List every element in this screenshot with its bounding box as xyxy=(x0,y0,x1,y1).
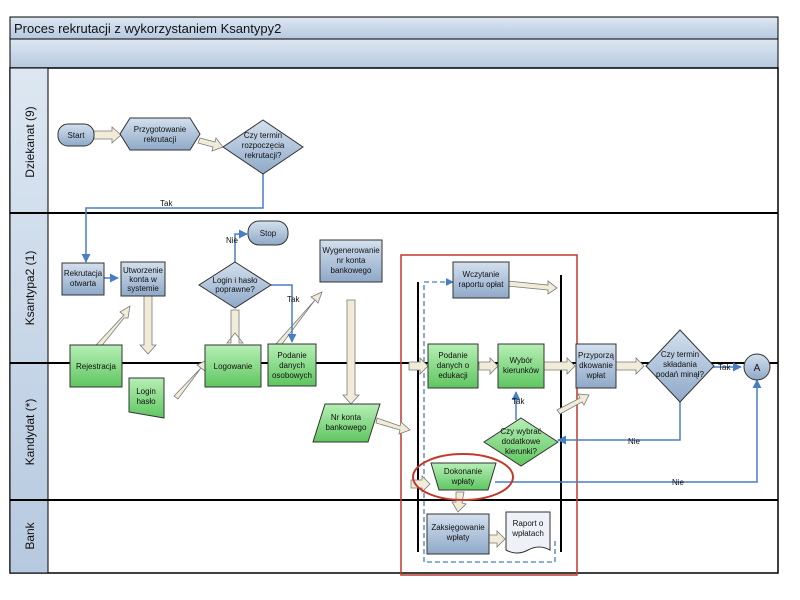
header-band xyxy=(9,38,779,69)
node-wybor-kierunkow[interactable]: Wybór kierunków xyxy=(497,343,545,389)
node-podanie-danych-edukacji[interactable]: Podanie danych o edukacji xyxy=(427,343,479,389)
edge-label-tak-2: Tak xyxy=(287,295,300,304)
svg-text:Wygenerowanie: Wygenerowanie xyxy=(322,246,380,255)
svg-text:rekrutacji?: rekrutacji? xyxy=(245,151,282,160)
node-wczytanie-raportu[interactable]: Wczytanie raportu opłat xyxy=(452,261,510,299)
node-dokonanie-wplaty[interactable]: Dokonanie wpłaty xyxy=(430,462,497,491)
lanes-frame xyxy=(9,67,779,574)
svg-text:otwarta: otwarta xyxy=(70,279,97,288)
svg-text:wpłaty: wpłaty xyxy=(451,477,475,486)
svg-text:bankowego: bankowego xyxy=(326,423,367,432)
node-rekrutacja-otwarta[interactable]: Rekrutacja otwarta xyxy=(61,262,105,296)
svg-text:kierunki?: kierunki? xyxy=(505,447,538,456)
node-connector-a[interactable]: A xyxy=(743,353,771,381)
edge-label-tak-1: Tak xyxy=(160,199,173,208)
svg-text:Stop: Stop xyxy=(260,229,277,238)
diagram-title: Proces rekrutacji z wykorzystaniem Ksant… xyxy=(14,21,281,36)
node-logowanie[interactable]: Logowanie xyxy=(204,344,262,388)
svg-text:Wybór: Wybór xyxy=(509,356,532,365)
node-raport-o-wplatach[interactable]: Raport o wpłatach xyxy=(505,511,551,554)
svg-text:składania: składania xyxy=(663,360,697,369)
svg-text:Podanie: Podanie xyxy=(438,351,468,360)
svg-text:Logowanie: Logowanie xyxy=(214,362,253,371)
highlight-ellipse xyxy=(412,453,514,501)
svg-text:rekrutacji: rekrutacji xyxy=(144,135,177,144)
svg-text:systemie: systemie xyxy=(127,284,159,293)
svg-text:Login: Login xyxy=(136,387,156,396)
edge-label-nie-3: Nie xyxy=(672,478,685,487)
node-rejestracja[interactable]: Rejestracja xyxy=(69,344,123,388)
edge-label-nie-1: Nie xyxy=(226,236,239,245)
svg-text:Zaksięgowanie: Zaksięgowanie xyxy=(431,523,485,532)
svg-text:Czy termin: Czy termin xyxy=(244,131,282,140)
node-czy-wybrac-dodatkowe[interactable]: Czy wybrać dodatkowe kierunki? xyxy=(483,417,559,467)
svg-text:bankowego: bankowego xyxy=(331,266,372,275)
lane-label-dziekanat: Dziekanat (9) xyxy=(23,106,37,177)
svg-text:Czy wybrać: Czy wybrać xyxy=(500,427,541,436)
svg-text:podań minął?: podań minął? xyxy=(656,370,705,379)
node-login-haslo[interactable]: Login hasło xyxy=(128,377,165,419)
node-zaksiegowanie-wplaty[interactable]: Zaksięgowanie wpłaty xyxy=(426,513,490,555)
node-nr-konta-bankowego[interactable]: Nr konta bankowego xyxy=(312,403,381,443)
svg-text:hasło: hasło xyxy=(136,397,156,406)
svg-text:Czy termin: Czy termin xyxy=(661,350,699,359)
svg-text:Utworzenie: Utworzenie xyxy=(123,266,164,275)
edge-label-tak-4: Tak xyxy=(718,363,731,372)
node-login-haslo-poprawne[interactable]: Login i hasło poprawne? xyxy=(198,261,272,309)
svg-text:dodatkowe: dodatkowe xyxy=(502,437,541,446)
svg-text:danych o: danych o xyxy=(437,361,470,370)
connector-arrows xyxy=(81,173,762,483)
node-start[interactable]: Start xyxy=(57,123,95,147)
svg-text:Raport o: Raport o xyxy=(513,519,544,528)
node-wygenerowanie[interactable]: Wygenerowanie nr konta bankowego xyxy=(319,239,383,283)
lane-label-bank: Bank xyxy=(23,521,37,549)
svg-text:danych: danych xyxy=(279,361,305,370)
lane-label-ksantypa: Ksantypa2 (1) xyxy=(23,251,37,326)
svg-text:dkowanie: dkowanie xyxy=(579,361,613,370)
svg-text:Rejestracja: Rejestracja xyxy=(76,362,117,371)
node-czy-termin-rozpoczecia[interactable]: Czy termin rozpoczęcia rekrutacji? xyxy=(222,119,304,175)
svg-text:Rekrutacja: Rekrutacja xyxy=(64,269,103,278)
svg-text:poprawne?: poprawne? xyxy=(215,285,255,294)
svg-text:Login i hasło: Login i hasło xyxy=(213,276,258,285)
node-podanie-danych-osobowych[interactable]: Podanie danych osobowych xyxy=(267,343,317,387)
node-przygotowanie[interactable]: Przygotowanie rekrutacji xyxy=(119,117,201,151)
edge-label-nie-2: Nie xyxy=(628,437,641,446)
svg-text:Wczytanie: Wczytanie xyxy=(463,270,500,279)
node-czy-termin-skladania[interactable]: Czy termin składania podań minął? xyxy=(645,329,715,403)
node-utworzenie-konta[interactable]: Utworzenie konta w systemie xyxy=(120,261,166,297)
svg-text:rozpoczęcia: rozpoczęcia xyxy=(242,141,285,150)
svg-text:edukacji: edukacji xyxy=(438,371,468,380)
dashed-loop xyxy=(423,281,556,563)
edge-label-tak-3: Tak xyxy=(512,397,525,406)
svg-text:Przygotowanie: Przygotowanie xyxy=(134,125,187,134)
svg-text:nr konta: nr konta xyxy=(337,256,366,265)
svg-text:A: A xyxy=(754,363,761,374)
highlight-box xyxy=(400,254,578,576)
svg-text:Start: Start xyxy=(68,131,86,140)
svg-text:Dokonanie: Dokonanie xyxy=(444,467,483,476)
svg-text:raportu opłat: raportu opłat xyxy=(459,280,505,289)
svg-text:kierunków: kierunków xyxy=(503,366,539,375)
flow-arrows xyxy=(93,126,645,548)
node-przyporzadkowanie-wplat[interactable]: Przyporzą dkowanie wpłat xyxy=(575,343,617,389)
svg-text:Nr konta: Nr konta xyxy=(331,413,362,422)
svg-text:wpłat: wpłat xyxy=(586,371,606,380)
svg-text:Przyporzą: Przyporzą xyxy=(578,351,615,360)
lane-label-kandydat: Kandydat (*) xyxy=(23,399,37,466)
lane-header-column xyxy=(9,67,49,574)
svg-text:konta w: konta w xyxy=(129,275,157,284)
svg-text:Podanie: Podanie xyxy=(277,351,307,360)
svg-text:osobowych: osobowych xyxy=(272,371,312,380)
svg-text:wpłatach: wpłatach xyxy=(511,529,544,538)
svg-text:wpłaty: wpłaty xyxy=(446,533,470,542)
node-stop[interactable]: Stop xyxy=(247,220,289,246)
